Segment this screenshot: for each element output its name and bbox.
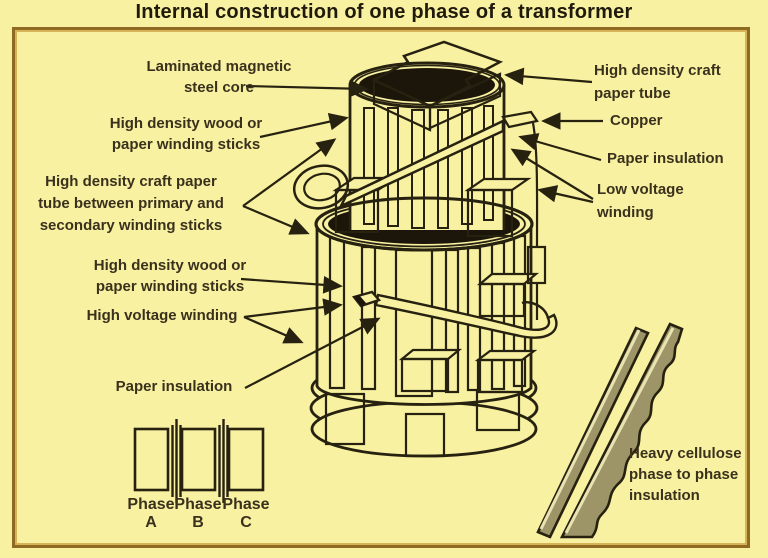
label-line: phase to phase	[629, 466, 739, 483]
insulation-sheets	[536, 322, 684, 539]
label-line: High density wood or	[93, 257, 247, 274]
phase-letter: A	[145, 514, 157, 531]
diagram-panel-border	[12, 27, 750, 548]
hv-copper-lead	[351, 290, 558, 339]
label-line: Copper	[610, 112, 663, 129]
label-copper: Copper	[610, 110, 710, 131]
label-line: winding	[597, 204, 654, 221]
label-line: High voltage winding	[86, 307, 238, 324]
label-line: Laminated magnetic	[146, 58, 292, 75]
phase-word: Phase	[174, 496, 222, 513]
label-craft-paper-tube: High density craft paper tube	[594, 59, 754, 105]
label-line: tube between primary and	[38, 195, 224, 212]
label-line: High density craft paper	[45, 173, 217, 190]
label-line: paper tube	[594, 85, 671, 102]
label-craft-paper-between: High density craft paper tube between pr…	[24, 171, 238, 237]
label-line: insulation	[629, 487, 700, 504]
phase-b-label: Phase B	[170, 496, 226, 532]
annotation-arrows	[240, 67, 603, 389]
label-paper-insulation-left: Paper insulation	[103, 376, 245, 397]
label-winding-sticks-upper: High density wood or paper winding stick…	[92, 113, 280, 155]
label-winding-sticks-lower: High density wood or paper winding stick…	[78, 255, 262, 297]
label-line: paper winding sticks	[111, 136, 261, 153]
hv-rim-front-gap	[333, 227, 515, 242]
phase-letter: B	[192, 514, 204, 531]
label-line: paper winding sticks	[95, 278, 245, 295]
label-paper-insulation-right: Paper insulation	[607, 148, 757, 169]
lv-rim	[348, 61, 506, 109]
label-cellulose-insulation: Heavy cellulose phase to phase insulatio…	[629, 443, 761, 506]
label-line: steel core	[183, 79, 255, 96]
phase-word: Phase	[127, 496, 175, 513]
label-low-voltage-winding: Low voltage winding	[597, 178, 727, 224]
lamination-blocks	[324, 176, 540, 458]
label-line: High density craft	[594, 62, 721, 79]
hv-rim-outline	[314, 196, 534, 252]
phase-word: Phase	[222, 496, 270, 513]
laminated-core	[371, 40, 504, 132]
label-line: Heavy cellulose	[629, 445, 742, 462]
phase-c-label: Phase C	[218, 496, 274, 532]
label-line: High density wood or	[109, 115, 263, 132]
lv-copper-lead	[292, 110, 547, 320]
phase-letter: C	[240, 514, 252, 531]
label-laminated-core: Laminated magnetic steel core	[123, 56, 315, 98]
label-line: Paper insulation	[607, 150, 724, 167]
label-line: Low voltage	[597, 181, 684, 198]
label-high-voltage-winding: High voltage winding	[76, 305, 248, 326]
label-line: secondary winding sticks	[39, 217, 223, 234]
phase-core-legend	[133, 419, 265, 503]
diagram-title: Internal construction of one phase of a …	[135, 1, 633, 23]
label-line: Paper insulation	[115, 378, 233, 395]
phase-a-label: Phase A	[123, 496, 179, 532]
